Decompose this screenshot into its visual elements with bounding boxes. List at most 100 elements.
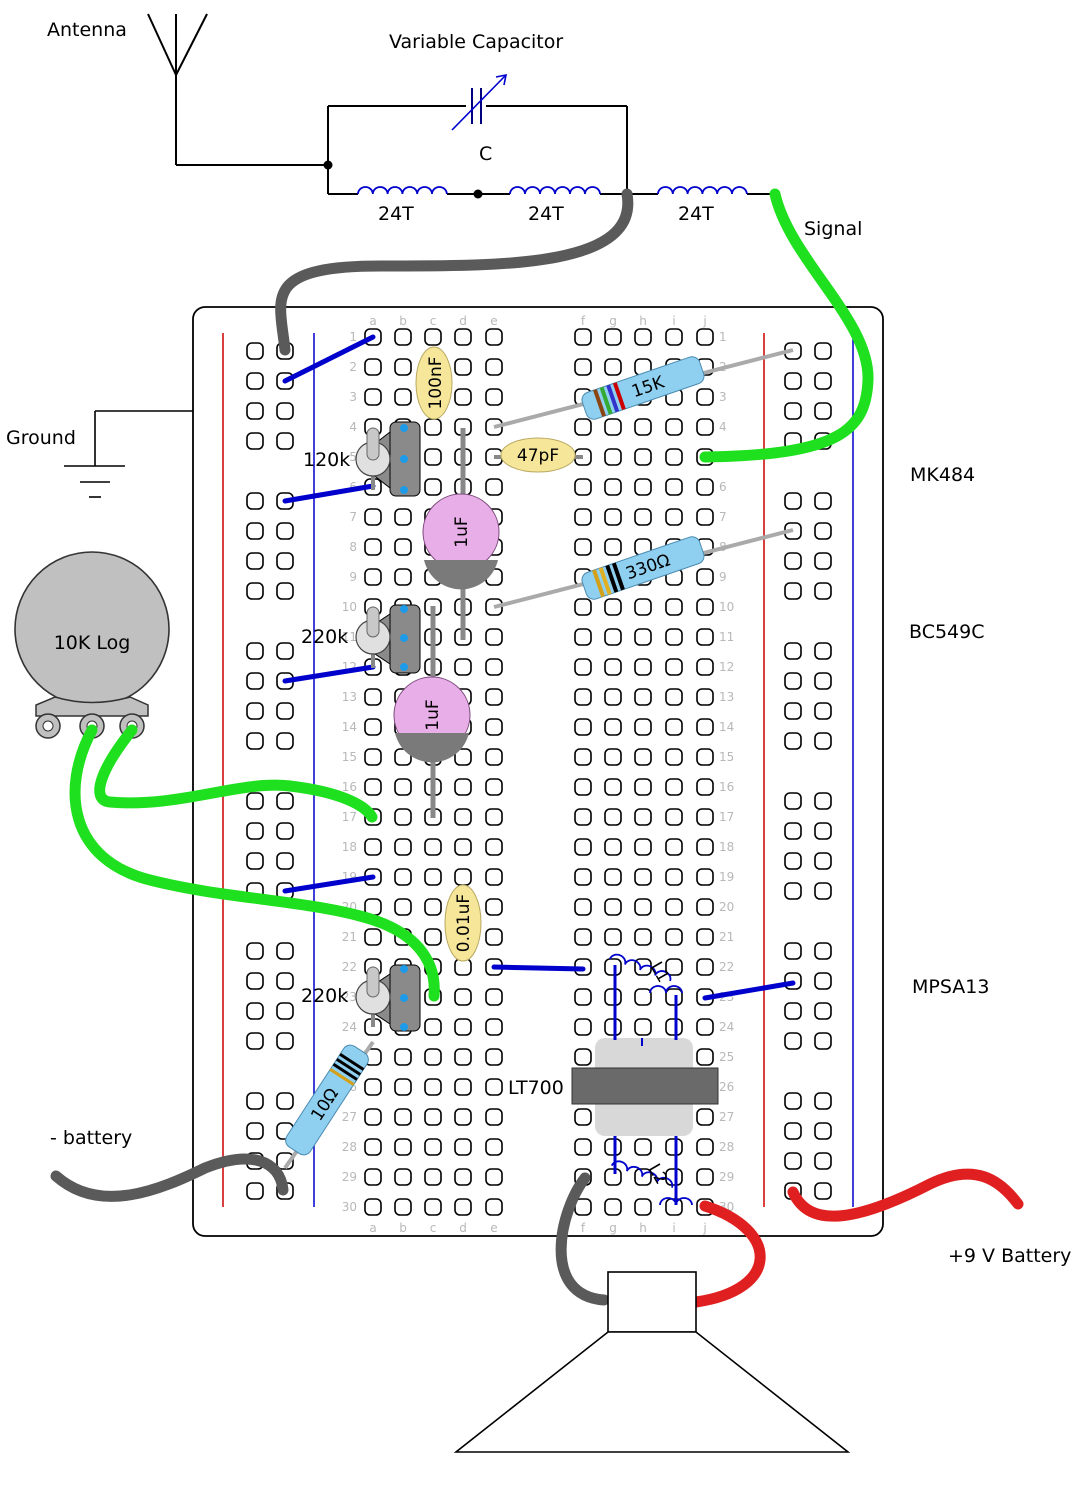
breadboard-hole bbox=[485, 898, 503, 916]
row-label: 26 bbox=[719, 1080, 734, 1094]
jumper-wires bbox=[282, 334, 796, 1001]
breadboard-hole bbox=[364, 1168, 382, 1186]
speaker-positive-wire[interactable] bbox=[690, 1200, 766, 1308]
jumper-wire[interactable] bbox=[491, 964, 586, 972]
breadboard-hole bbox=[814, 882, 832, 900]
pot-wiper-wire[interactable] bbox=[94, 724, 378, 823]
breadboard-hole bbox=[394, 1168, 412, 1186]
breadboard-hole bbox=[276, 432, 294, 450]
breadboard-hole bbox=[424, 478, 442, 496]
breadboard-hole bbox=[814, 972, 832, 990]
negative-battery-wire[interactable] bbox=[50, 1153, 289, 1202]
jumper-wire[interactable] bbox=[282, 664, 376, 684]
breadboard-hole bbox=[276, 702, 294, 720]
signal-wire[interactable] bbox=[699, 188, 874, 463]
column-label: b bbox=[399, 314, 407, 328]
jumper-wire[interactable] bbox=[282, 874, 376, 894]
row-label: 21 bbox=[719, 930, 734, 944]
jumper-wire[interactable] bbox=[702, 980, 796, 1001]
breadboard-hole bbox=[814, 792, 832, 810]
breadboard-hole bbox=[394, 358, 412, 376]
breadboard-hole bbox=[574, 598, 592, 616]
breadboard-hole bbox=[604, 988, 622, 1006]
breadboard-hole bbox=[784, 732, 802, 750]
breadboard-hole bbox=[485, 388, 503, 406]
breadboard-hole bbox=[634, 328, 652, 346]
row-label: 14 bbox=[342, 720, 357, 734]
breadboard-hole bbox=[784, 942, 802, 960]
row-label: 19 bbox=[719, 870, 734, 884]
breadboard-hole bbox=[696, 1138, 714, 1156]
column-label: a bbox=[369, 314, 376, 328]
breadboard-hole bbox=[454, 1198, 472, 1216]
breadboard-hole bbox=[634, 1198, 652, 1216]
speaker-icon bbox=[453, 1271, 851, 1453]
jumper-wire[interactable] bbox=[282, 334, 376, 384]
breadboard-hole bbox=[246, 942, 264, 960]
jumper-wire[interactable] bbox=[282, 483, 376, 504]
breadboard-hole bbox=[604, 418, 622, 436]
breadboard-hole bbox=[454, 1138, 472, 1156]
capacitor-1uf-b[interactable]: 1uF bbox=[393, 676, 471, 763]
resistor-120k[interactable] bbox=[355, 427, 391, 490]
breadboard-hole bbox=[784, 672, 802, 690]
breadboard-hole bbox=[246, 672, 264, 690]
breadboard-hole bbox=[574, 688, 592, 706]
coil-1-label: 24T bbox=[378, 203, 414, 225]
transformer-lt700[interactable]: L1 L2 bbox=[571, 952, 719, 1206]
row-label: 6 bbox=[719, 480, 727, 494]
resistor-220k-a-label: 220k bbox=[301, 626, 348, 648]
breadboard-hole bbox=[246, 732, 264, 750]
positive-battery-wire[interactable] bbox=[787, 1168, 1024, 1222]
row-label: 22 bbox=[342, 960, 357, 974]
row-label: 1 bbox=[719, 330, 727, 344]
breadboard-hole bbox=[604, 958, 622, 976]
resistor-15k[interactable]: 15K bbox=[493, 348, 794, 429]
resistor-220k-a[interactable] bbox=[355, 606, 391, 668]
breadboard-hole bbox=[574, 628, 592, 646]
breadboard-hole bbox=[276, 822, 294, 840]
column-label: j bbox=[702, 1221, 706, 1235]
breadboard-hole bbox=[364, 538, 382, 556]
column-label: h bbox=[639, 1221, 647, 1235]
capacitor-001uf[interactable]: 0.01uF bbox=[444, 884, 482, 962]
row-label: 2 bbox=[349, 360, 357, 374]
breadboard-hole bbox=[604, 1198, 622, 1216]
speaker-ground-wire[interactable] bbox=[555, 1172, 610, 1306]
breadboard-hole bbox=[665, 478, 683, 496]
breadboard-hole bbox=[364, 508, 382, 526]
row-label: 12 bbox=[719, 660, 734, 674]
breadboard-hole bbox=[784, 852, 802, 870]
breadboard-hole bbox=[634, 898, 652, 916]
breadboard-hole bbox=[485, 838, 503, 856]
breadboard-hole bbox=[604, 1018, 622, 1036]
capacitor-1uf-a[interactable]: 1uF bbox=[422, 493, 500, 590]
breadboard-hole bbox=[364, 778, 382, 796]
column-label: b bbox=[399, 1221, 407, 1235]
row-label: 29 bbox=[342, 1170, 357, 1184]
breadboard-hole bbox=[634, 868, 652, 886]
row-label: 20 bbox=[719, 900, 734, 914]
breadboard-hole bbox=[485, 1048, 503, 1066]
capacitor-47pf[interactable]: 47pF bbox=[494, 437, 583, 473]
pot-output-wire[interactable] bbox=[69, 724, 440, 1002]
breadboard-hole bbox=[246, 822, 264, 840]
breadboard-hole bbox=[784, 492, 802, 510]
breadboard-hole bbox=[696, 928, 714, 946]
coil-2-label: 24T bbox=[528, 203, 564, 225]
capacitor-100nf[interactable]: 100nF bbox=[415, 346, 453, 420]
positive-battery-label: +9 V Battery bbox=[948, 1245, 1071, 1267]
antenna-to-ground-wire[interactable] bbox=[275, 188, 634, 356]
breadboard-hole bbox=[574, 838, 592, 856]
breadboard-hole bbox=[634, 808, 652, 826]
resistor-220k-b[interactable] bbox=[355, 966, 391, 1027]
column-label: j bbox=[702, 314, 706, 328]
breadboard-hole bbox=[784, 372, 802, 390]
breadboard-hole bbox=[696, 778, 714, 796]
breadboard-hole bbox=[574, 538, 592, 556]
breadboard-hole bbox=[634, 658, 652, 676]
breadboard-hole bbox=[814, 642, 832, 660]
breadboard-hole bbox=[246, 1122, 264, 1140]
